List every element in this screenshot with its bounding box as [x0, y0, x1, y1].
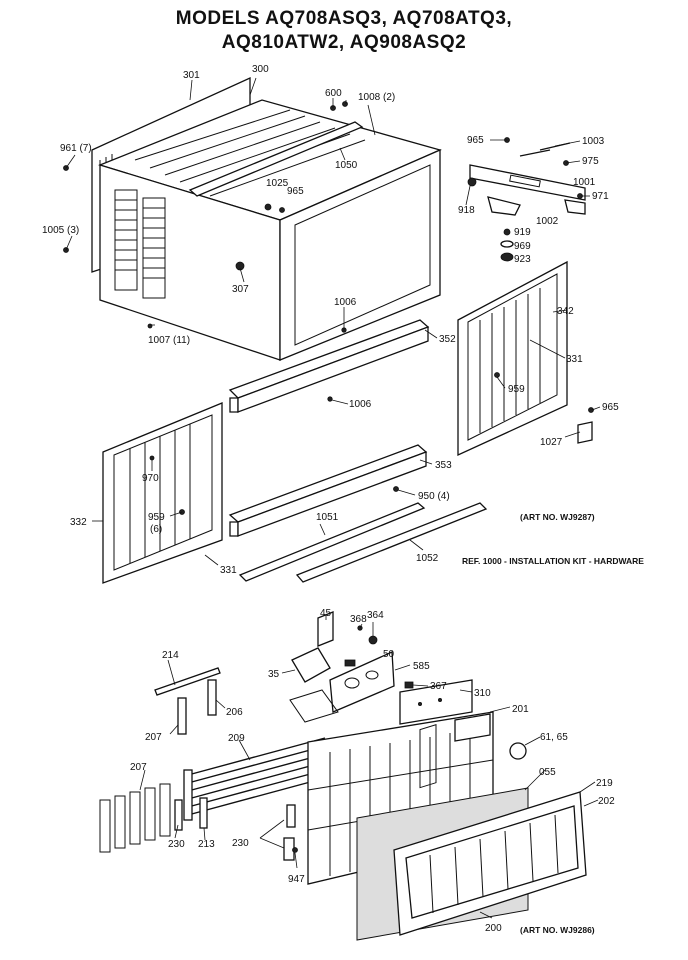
label-200: 200	[485, 923, 502, 934]
label-959-a: 959	[508, 384, 525, 395]
bracket-hardware	[467, 137, 586, 262]
label-61-65: 61, 65	[540, 732, 568, 743]
label-45: 45	[320, 608, 332, 619]
label-1002: 1002	[536, 216, 559, 227]
label-207-a: 207	[145, 732, 162, 743]
label-1007: 1007 (11)	[148, 335, 190, 346]
art-number-bottom: (ART NO. WJ9286)	[520, 925, 595, 935]
side-curtain-left	[102, 402, 223, 584]
label-1051: 1051	[316, 512, 339, 523]
label-1008: 1008 (2)	[358, 92, 395, 103]
label-368: 368	[350, 614, 367, 625]
foam-strips	[238, 502, 488, 583]
upper-channel-352	[228, 319, 430, 413]
label-213: 213	[198, 839, 215, 850]
label-1003: 1003	[582, 136, 605, 147]
control-assembly	[154, 611, 473, 735]
label-918: 918	[458, 205, 475, 216]
diagram-title-line1: MODELS AQ708ASQ3, AQ708ATQ3,	[175, 8, 513, 29]
label-219: 219	[596, 778, 613, 789]
label-965-b: 965	[467, 135, 484, 146]
front-grille-assembly	[283, 711, 587, 941]
label-965-c: 965	[602, 402, 619, 413]
label-353: 353	[435, 460, 452, 471]
label-1006-b: 1006	[349, 399, 372, 410]
callout-labels: 301 300 600 1008 (2) 1050 961 (7) 1025 9…	[42, 64, 619, 934]
lower-channel-353	[228, 444, 428, 537]
label-50: 50	[383, 649, 395, 660]
label-919: 919	[514, 227, 531, 238]
label-1025: 1025	[266, 178, 289, 189]
label-959-b-qty: (6)	[150, 524, 162, 535]
label-969: 969	[514, 241, 531, 252]
label-201: 201	[512, 704, 529, 715]
label-209: 209	[228, 733, 245, 744]
label-055: 055	[539, 767, 556, 778]
leader-lines	[65, 77, 601, 919]
label-970: 970	[142, 473, 159, 484]
label-959-b: 959	[148, 512, 165, 523]
label-965-a: 965	[287, 186, 304, 197]
label-230-b: 230	[232, 838, 249, 849]
label-35: 35	[268, 669, 280, 680]
label-961: 961 (7)	[60, 143, 92, 154]
label-1050: 1050	[335, 160, 358, 171]
label-1006-a: 1006	[334, 297, 357, 308]
label-1027: 1027	[540, 437, 563, 448]
label-923: 923	[514, 254, 531, 265]
label-331-a: 331	[566, 354, 583, 365]
coil-pack-209	[99, 737, 326, 853]
label-332: 332	[70, 517, 87, 528]
installation-kit-note: REF. 1000 - INSTALLATION KIT - HARDWARE	[462, 556, 644, 566]
label-331-b: 331	[220, 565, 237, 576]
label-364: 364	[367, 610, 384, 621]
label-585: 585	[413, 661, 430, 672]
label-971: 971	[592, 191, 609, 202]
art-number-top: (ART NO. WJ9287)	[520, 512, 595, 522]
side-curtain-right	[457, 260, 594, 457]
label-1001: 1001	[573, 177, 596, 188]
label-1005: 1005 (3)	[42, 225, 79, 236]
label-342: 342	[557, 306, 574, 317]
label-975: 975	[582, 156, 599, 167]
label-307: 307	[232, 284, 249, 295]
label-301: 301	[183, 70, 200, 81]
label-300: 300	[252, 64, 269, 75]
label-600: 600	[325, 88, 342, 99]
diagram-title-line2: AQ810ATW2, AQ908ASQ2	[221, 32, 467, 53]
label-206: 206	[226, 707, 243, 718]
label-352: 352	[439, 334, 456, 345]
label-947: 947	[288, 874, 305, 885]
label-950: 950 (4)	[418, 491, 450, 502]
label-1052: 1052	[416, 553, 439, 564]
label-207-b: 207	[130, 762, 147, 773]
label-367: 367	[430, 681, 447, 692]
label-214: 214	[162, 650, 179, 661]
label-202: 202	[598, 796, 615, 807]
label-310: 310	[474, 688, 491, 699]
cabinet-assembly	[63, 76, 442, 361]
label-230-a: 230	[168, 839, 185, 850]
